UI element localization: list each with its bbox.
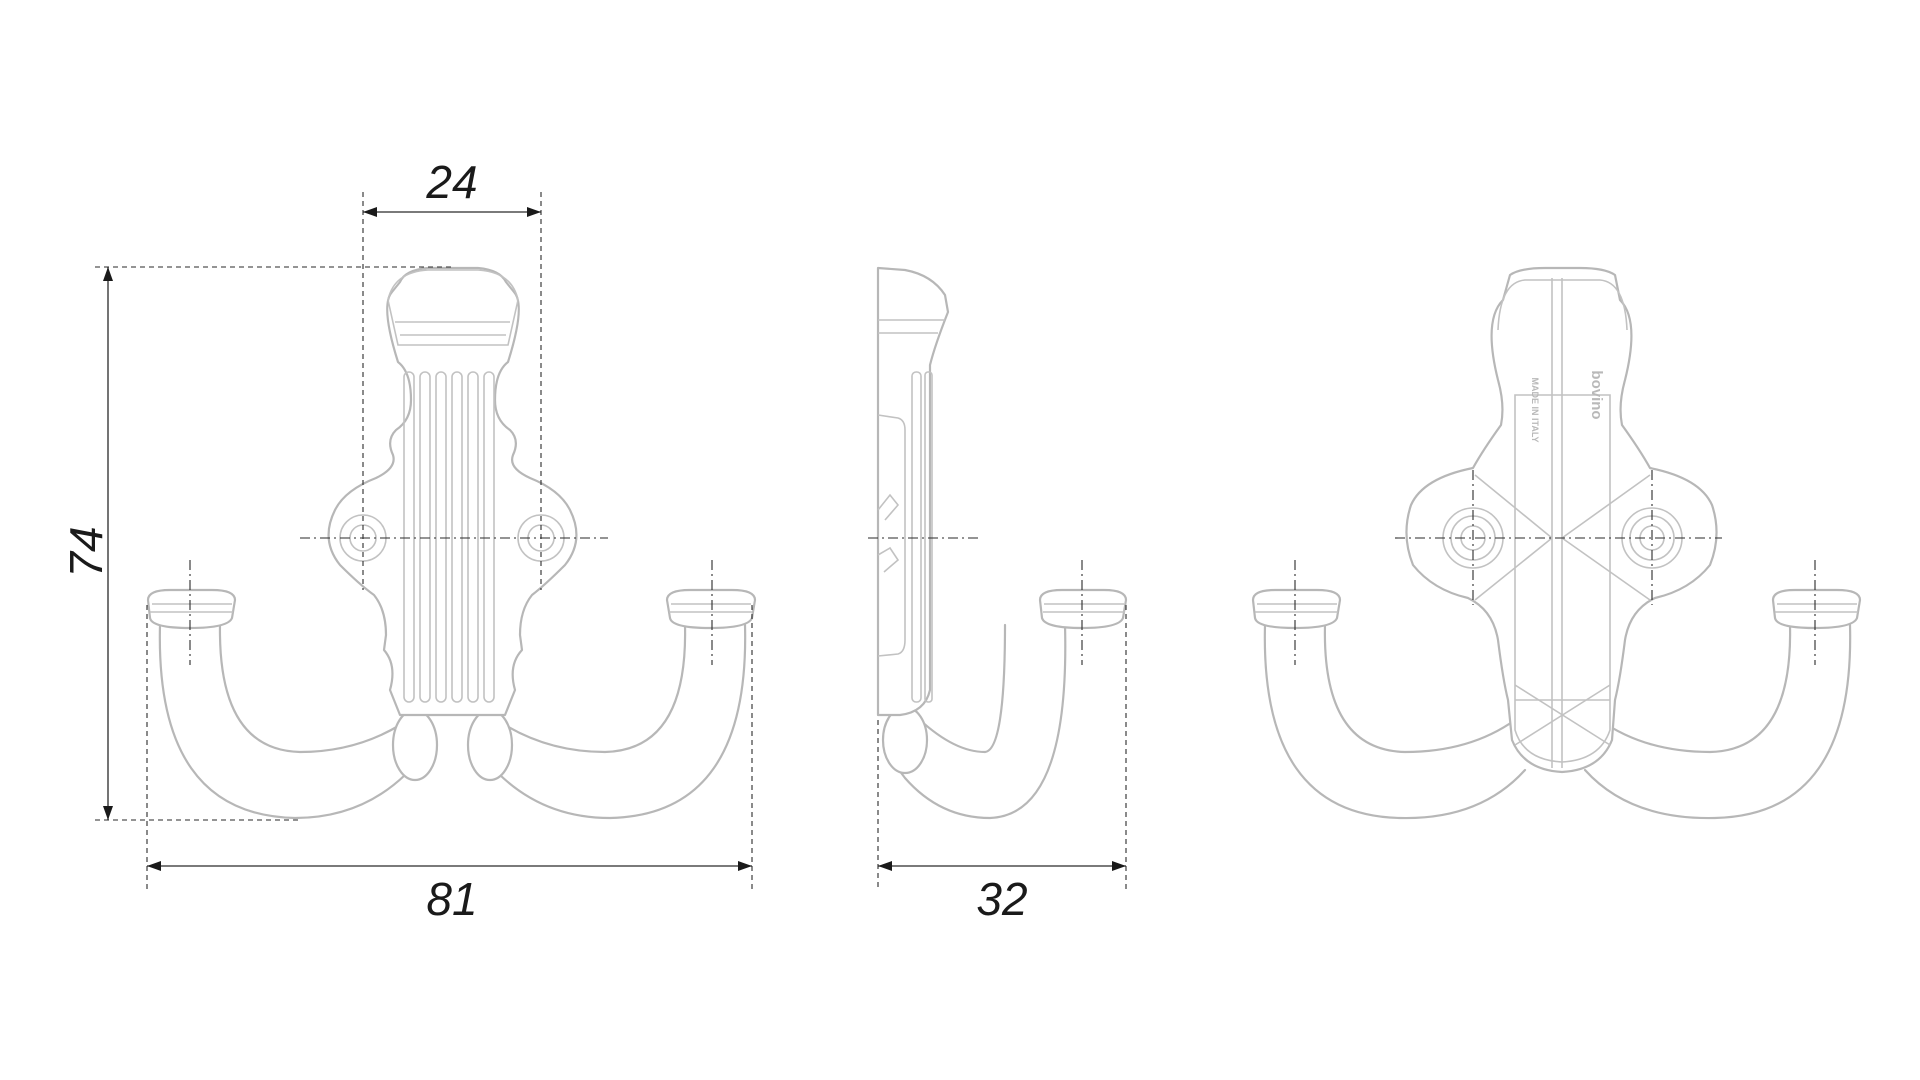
dimension-label-81: 81 (426, 873, 477, 925)
dimension-hole-spacing: 24 (362, 156, 542, 590)
back-view: bovino MADE IN ITALY (1251, 266, 1862, 820)
back-hook-tip-right (1771, 588, 1862, 630)
dimension-overall-width: 81 (146, 605, 753, 925)
brand-stamp: bovino (1588, 370, 1605, 419)
front-view: 24 74 81 (60, 156, 757, 925)
back-hook-tip-left (1251, 588, 1342, 630)
side-backplate (876, 266, 950, 717)
back-backplate: bovino MADE IN ITALY (1405, 266, 1718, 774)
back-cross-ribs (1474, 474, 1651, 746)
origin-stamp: MADE IN ITALY (1530, 377, 1540, 442)
front-hook-arms (158, 623, 747, 820)
front-hook-tip-left (146, 588, 237, 630)
side-hook-tip (1038, 588, 1128, 630)
front-backplate (327, 266, 578, 717)
dimension-overall-height: 74 (60, 266, 452, 821)
back-hook-arms (1263, 623, 1852, 820)
dimension-depth: 32 (877, 605, 1127, 925)
dimension-label-74: 74 (60, 526, 112, 577)
front-fluting (403, 371, 495, 703)
front-hook-tip-right (665, 588, 757, 630)
side-view: 32 (868, 266, 1128, 925)
dimension-label-24: 24 (425, 156, 477, 208)
dimension-label-32: 32 (976, 873, 1027, 925)
